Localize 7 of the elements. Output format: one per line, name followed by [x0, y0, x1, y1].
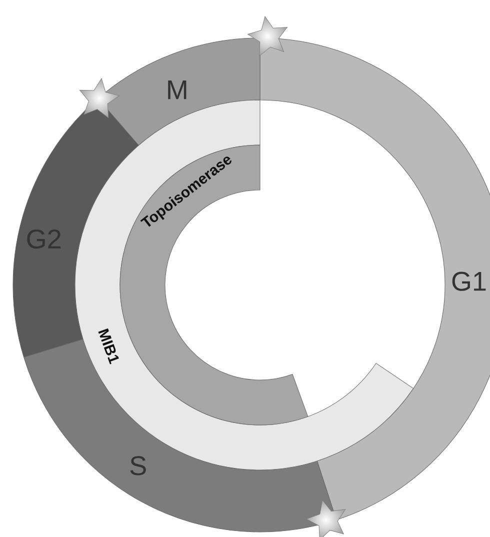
marker-band-label: MIB1	[98, 328, 119, 364]
phase-segment-label: G1	[452, 272, 486, 291]
phase-segment-label: S	[130, 456, 146, 476]
checkpoint-star	[248, 16, 288, 56]
checkpoint-star	[306, 500, 346, 537]
phase-segment-label: M	[168, 80, 186, 100]
checkpoint-star	[79, 78, 120, 118]
